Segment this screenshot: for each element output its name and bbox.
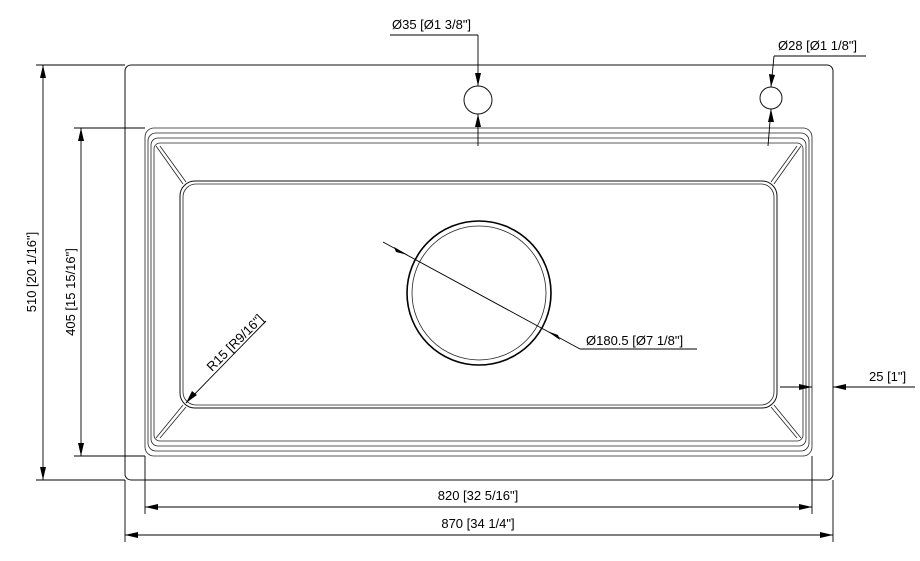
dim-overall-width xyxy=(124,480,834,542)
dim-bowl-width xyxy=(144,456,813,514)
dim-edge-margin xyxy=(780,384,915,390)
drain xyxy=(406,220,552,366)
dim-drain-diameter xyxy=(382,241,697,350)
label-accessory-hole: Ø28 [Ø1 1/8"] xyxy=(778,38,857,53)
sink-deck-outline xyxy=(124,64,834,481)
bowl-floor-inner xyxy=(182,183,775,406)
label-overall-width: 870 [34 1/4"] xyxy=(441,516,514,531)
faucet-hole xyxy=(463,85,493,115)
label-bowl-height: 405 [15 15/16"] xyxy=(63,248,78,336)
label-drain-diameter: Ø180.5 [Ø7 1/8"] xyxy=(586,333,683,348)
bowl-floor xyxy=(179,180,778,409)
label-bowl-width: 820 [32 5/16"] xyxy=(438,488,519,503)
dim-corner-radius xyxy=(185,320,267,404)
dim-bowl-height xyxy=(74,127,145,457)
label-corner-radius: R15 [R9/16"] xyxy=(204,311,267,374)
dim-overall-height xyxy=(36,64,125,481)
accessory-hole xyxy=(759,86,783,110)
bowl-rim xyxy=(144,127,813,457)
label-edge-margin: 25 [1"] xyxy=(869,369,906,384)
dim-accessory-hole xyxy=(767,55,866,147)
bowl-corner-bevels xyxy=(155,145,802,439)
label-overall-height: 510 [20 1/16"] xyxy=(24,232,39,313)
dim-faucet-hole xyxy=(390,34,481,146)
label-faucet-hole: Ø35 [Ø1 3/8"] xyxy=(392,17,471,32)
